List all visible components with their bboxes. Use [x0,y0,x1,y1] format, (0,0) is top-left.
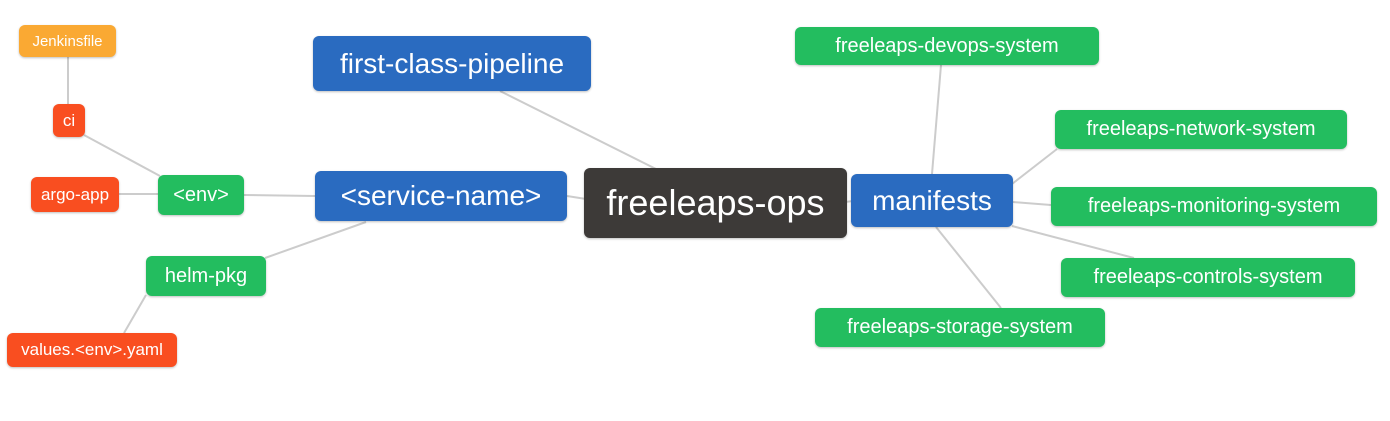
node-manifests[interactable]: manifests [851,174,1013,227]
node-helm-pkg[interactable]: helm-pkg [146,256,266,296]
edge-manifests-to-controls-system [1011,225,1135,259]
node-jenkinsfile[interactable]: Jenkinsfile [19,25,116,57]
edge-manifests-to-monitoring-system [1012,201,1052,206]
node-controls-system[interactable]: freeleaps-controls-system [1061,258,1355,297]
node-argo-app[interactable]: argo-app [31,177,119,212]
edge-manifests-to-storage-system [935,226,1002,309]
node-freeleaps-ops[interactable]: freeleaps-ops [584,168,847,238]
edge-ci-to-env [83,134,161,177]
node-first-class-pipeline[interactable]: first-class-pipeline [313,36,591,91]
edge-manifests-to-devops-system [931,64,942,175]
node-network-system[interactable]: freeleaps-network-system [1055,110,1347,149]
edge-helm-pkg-to-service-name [264,221,367,259]
node-monitoring-system[interactable]: freeleaps-monitoring-system [1051,187,1377,226]
node-storage-system[interactable]: freeleaps-storage-system [815,308,1105,347]
edge-helm-pkg-to-values-env-yaml [123,294,147,334]
node-ci[interactable]: ci [53,104,85,137]
node-values-env-yaml[interactable]: values.<env>.yaml [7,333,177,367]
node-devops-system[interactable]: freeleaps-devops-system [795,27,1099,65]
edge-env-to-service-name [243,194,316,197]
node-env[interactable]: <env> [158,175,244,215]
edge-manifests-to-network-system [1011,148,1058,185]
node-service-name[interactable]: <service-name> [315,171,567,221]
edge-first-class-pipeline-to-freeleaps-ops [499,90,657,170]
